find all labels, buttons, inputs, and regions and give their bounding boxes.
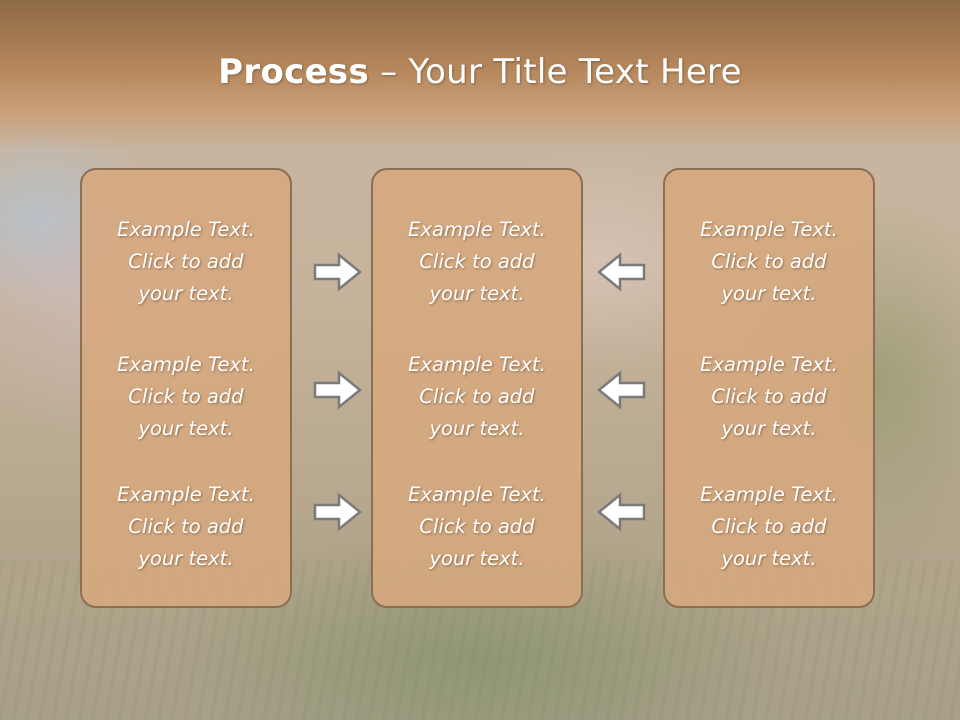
arrow-right-icon [313, 252, 362, 292]
text-line: Example Text. [117, 483, 255, 506]
slide-title[interactable]: Process – Your Title Text Here [0, 52, 960, 92]
text-line: your text. [429, 547, 525, 570]
text-line: Example Text. [117, 218, 255, 241]
text-line: Click to add [419, 515, 535, 538]
text-block[interactable]: Example Text. Click to add your text. [373, 479, 581, 575]
text-line: your text. [138, 282, 234, 305]
text-line: Click to add [419, 385, 535, 408]
text-line: Example Text. [117, 353, 255, 376]
text-line: your text. [138, 417, 234, 440]
text-line: Click to add [711, 250, 827, 273]
title-rest: – Your Title Text Here [369, 52, 742, 92]
process-box-center[interactable]: Example Text. Click to add your text. Ex… [371, 168, 583, 608]
text-line: your text. [138, 547, 234, 570]
text-block[interactable]: Example Text. Click to add your text. [82, 214, 290, 310]
arrow-left-icon [597, 252, 646, 292]
text-block[interactable]: Example Text. Click to add your text. [373, 349, 581, 445]
text-line: your text. [721, 547, 817, 570]
text-line: Click to add [128, 385, 244, 408]
title-band [0, 0, 960, 150]
text-line: Example Text. [408, 353, 546, 376]
text-line: Example Text. [700, 353, 838, 376]
arrow-right-icon [313, 370, 362, 410]
text-line: Click to add [128, 515, 244, 538]
text-block[interactable]: Example Text. Click to add your text. [665, 479, 873, 575]
text-block[interactable]: Example Text. Click to add your text. [373, 214, 581, 310]
text-line: Click to add [419, 250, 535, 273]
text-line: your text. [429, 417, 525, 440]
process-box-right[interactable]: Example Text. Click to add your text. Ex… [663, 168, 875, 608]
text-line: Click to add [711, 515, 827, 538]
text-line: Click to add [711, 385, 827, 408]
text-block[interactable]: Example Text. Click to add your text. [665, 214, 873, 310]
text-line: your text. [721, 282, 817, 305]
process-box-left[interactable]: Example Text. Click to add your text. Ex… [80, 168, 292, 608]
text-line: Example Text. [408, 218, 546, 241]
text-line: Click to add [128, 250, 244, 273]
text-line: Example Text. [700, 483, 838, 506]
text-block[interactable]: Example Text. Click to add your text. [82, 479, 290, 575]
title-bold: Process [218, 52, 370, 92]
arrow-left-icon [597, 370, 646, 410]
text-block[interactable]: Example Text. Click to add your text. [665, 349, 873, 445]
text-block[interactable]: Example Text. Click to add your text. [82, 349, 290, 445]
arrow-right-icon [313, 492, 362, 532]
arrow-left-icon [597, 492, 646, 532]
text-line: your text. [429, 282, 525, 305]
text-line: Example Text. [700, 218, 838, 241]
text-line: Example Text. [408, 483, 546, 506]
text-line: your text. [721, 417, 817, 440]
